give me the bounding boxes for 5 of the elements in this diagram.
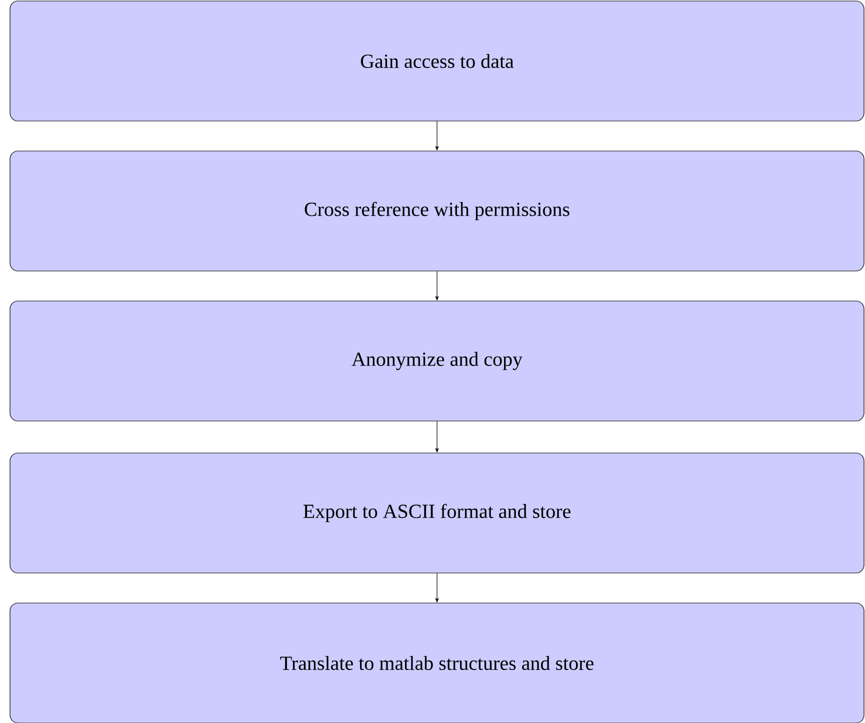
process-box: Translate to matlab structures and store xyxy=(10,602,864,723)
process-box: Anonymize and copy xyxy=(10,300,864,422)
process-box: Export to ASCII format and store xyxy=(10,452,864,574)
process-box: Gain access to data xyxy=(10,0,864,122)
process-box: Cross reference with permissions xyxy=(10,150,864,272)
